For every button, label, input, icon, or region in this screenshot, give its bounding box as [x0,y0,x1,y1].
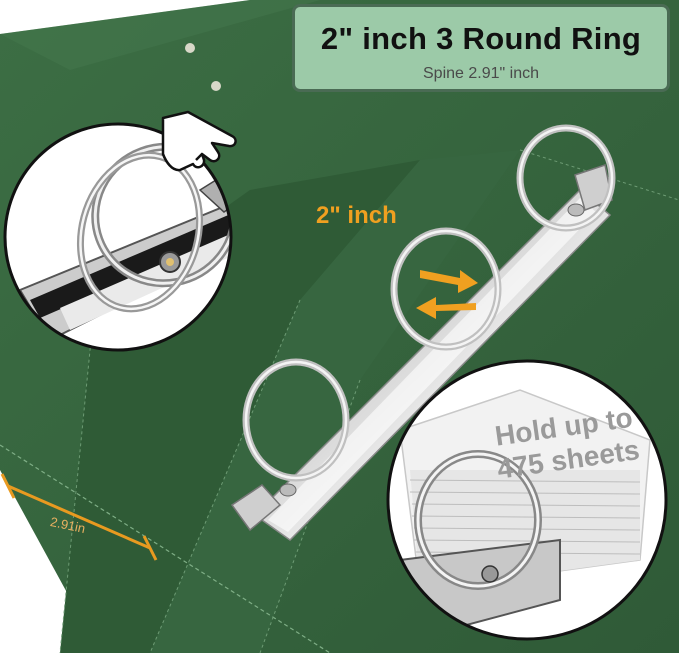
sheets-detail-zoom [386,359,668,641]
title-box: 2" inch 3 Round Ring Spine 2.91" inch [292,4,670,92]
ring-mechanism [230,124,616,541]
pointing-hand-icon [161,110,237,172]
double-arrow-icon [416,270,478,319]
ring-detail-zoom [3,122,233,352]
ring-size-label: 2" inch [316,202,397,229]
product-subtitle: Spine 2.91" inch [423,65,539,82]
dimension-arrow-icon [0,473,158,561]
product-title: 2" inch 3 Round Ring [320,21,642,56]
